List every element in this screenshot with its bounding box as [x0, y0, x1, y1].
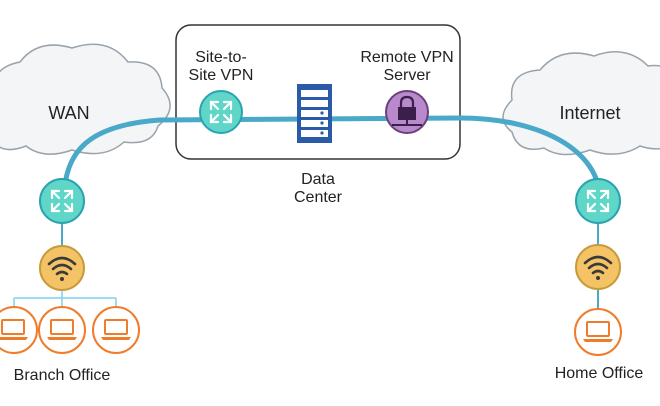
branch-router-icon: [39, 178, 85, 224]
wan-label: WAN: [48, 103, 90, 123]
remote-vpn-server-label-line2: Server: [383, 67, 431, 84]
home-wifi-icon: [575, 244, 621, 290]
data-center-label-line2: Center: [293, 189, 343, 206]
internet-label: Internet: [559, 103, 621, 123]
wan-cloud: [0, 43, 171, 155]
branch-laptop-icon-3: [92, 306, 140, 354]
server-rack-icon: [297, 84, 332, 143]
internet-cloud: [502, 51, 660, 156]
data-center-label-line1: Data: [301, 171, 335, 188]
branch-laptop-icon-1: [0, 306, 38, 354]
home-router-icon: [575, 178, 621, 224]
site-to-site-vpn-router-icon: [199, 90, 243, 134]
branch-office-label: Branch Office: [13, 367, 111, 384]
branch-laptop-links: [13, 290, 117, 306]
remote-vpn-server-label-line1: Remote VPN: [360, 49, 454, 66]
branch-wifi-icon: [39, 245, 85, 291]
home-office-label: Home Office: [554, 365, 644, 382]
home-laptop-icon: [574, 308, 622, 356]
branch-laptop-icon-2: [38, 306, 86, 354]
remote-vpn-server-lock-icon: [385, 90, 429, 134]
site-to-site-vpn-label-line2: Site VPN: [188, 67, 254, 84]
vpn-tunnel-link: [61, 115, 603, 201]
site-to-site-vpn-label-line1: Site-to-: [195, 49, 247, 66]
